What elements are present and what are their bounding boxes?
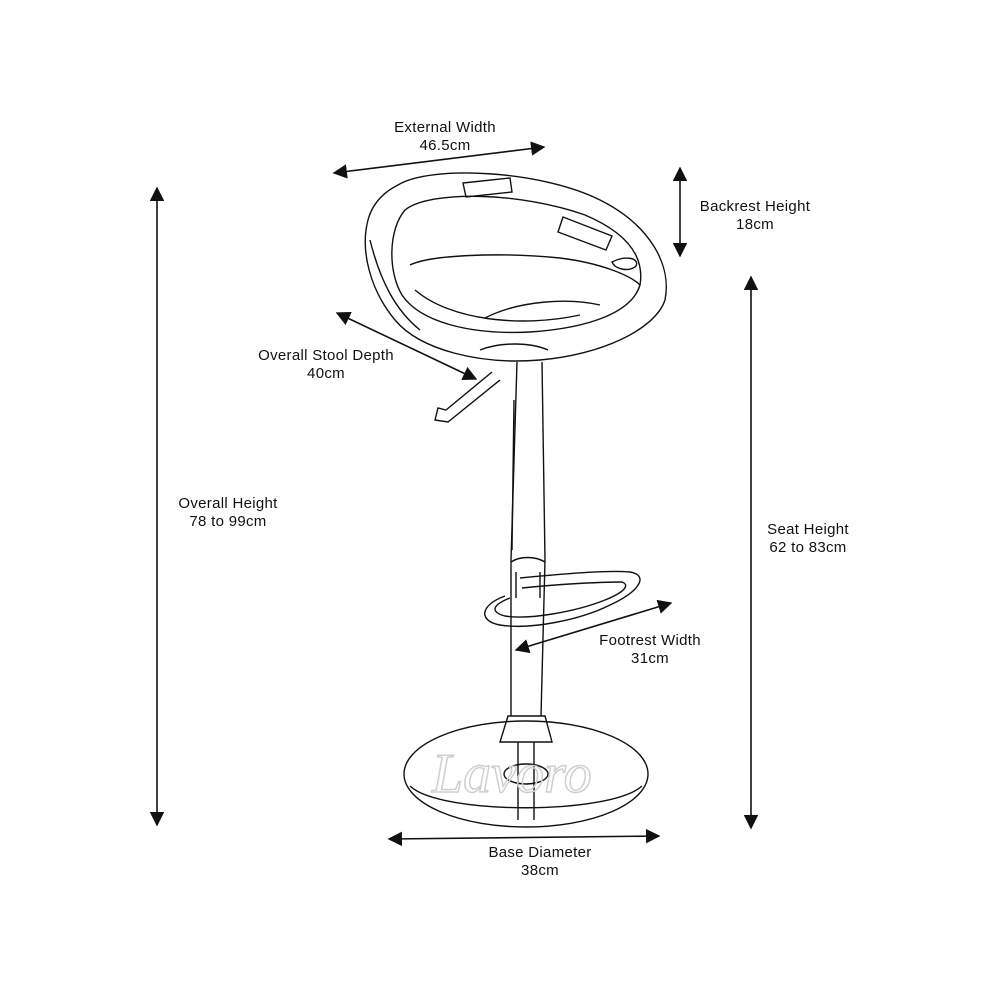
base-diameter-arrow	[387, 828, 661, 847]
footrest-width-value: 31cm	[631, 650, 669, 667]
external-width-name: External Width	[394, 119, 496, 136]
footrest-width-name: Footrest Width	[599, 632, 701, 649]
footrest-width-arrow	[514, 599, 673, 654]
overall-stool-depth-label: Overall Stool Depth 40cm	[236, 347, 416, 383]
base-diameter-label: Base Diameter 38cm	[470, 844, 610, 880]
backrest-height-label: Backrest Height 18cm	[680, 198, 830, 234]
overall-height-label: Overall Height 78 to 99cm	[158, 495, 298, 531]
overall-stool-depth-arrow	[335, 312, 478, 380]
external-width-value: 46.5cm	[419, 137, 471, 154]
overall-height-name: Overall Height	[178, 495, 278, 512]
backrest-height-value: 18cm	[736, 216, 774, 233]
overall-height-value: 78 to 99cm	[189, 513, 267, 530]
external-width-arrow	[332, 141, 546, 179]
footrest-width-label: Footrest Width 31cm	[580, 632, 720, 668]
base-diameter-name: Base Diameter	[488, 844, 592, 861]
backrest-height-name: Backrest Height	[699, 198, 811, 215]
seat-height-label: Seat Height 62 to 83cm	[748, 521, 868, 557]
footrest-ring	[484, 570, 641, 627]
gas-lift-column	[510, 361, 546, 717]
watermark-logo: Lavoro	[431, 743, 592, 805]
overall-stool-depth-value: 40cm	[307, 365, 345, 382]
overall-stool-depth-name: Overall Stool Depth	[258, 347, 394, 364]
base-diameter-value: 38cm	[521, 862, 559, 879]
seat-height-name: Seat Height	[767, 521, 849, 538]
base-disc	[403, 720, 649, 828]
height-lever	[434, 371, 501, 423]
seat-bowl	[364, 172, 667, 362]
seat-height-value: 62 to 83cm	[769, 539, 847, 556]
external-width-label: External Width 46.5cm	[365, 119, 525, 155]
